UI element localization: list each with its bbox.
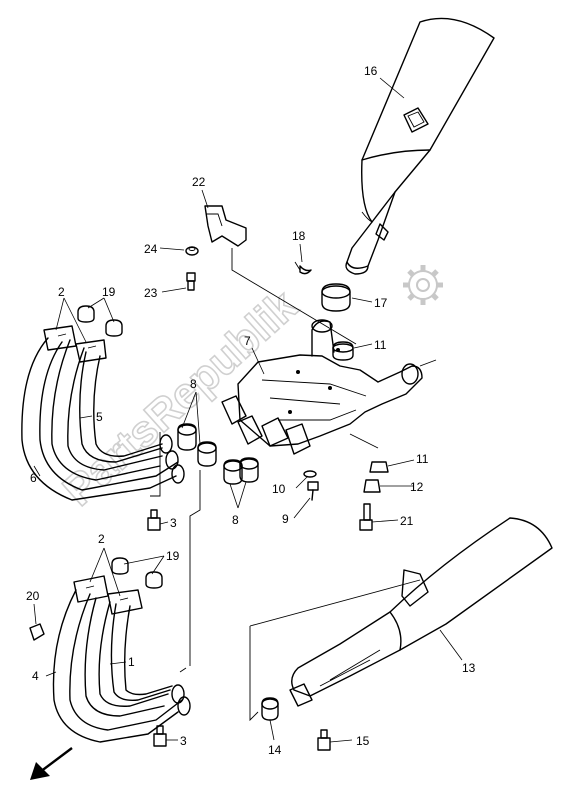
- callout-17: 17: [374, 296, 388, 310]
- callout-4: 4: [32, 669, 39, 683]
- callout-labels: 16 22 24 23 18 17 11 7 8 8 2 19 5 6 3 2 …: [26, 64, 476, 757]
- muffler-upper: [345, 17, 495, 275]
- gear-icon: [403, 265, 443, 305]
- muffler-lower: [261, 517, 553, 751]
- callout-24: 24: [144, 242, 158, 256]
- callout-7: 7: [244, 334, 251, 348]
- callout-11-lower: 11: [416, 452, 429, 466]
- callout-1: 1: [128, 655, 135, 669]
- callout-20: 20: [26, 589, 40, 603]
- callout-15: 15: [356, 734, 370, 748]
- callout-12: 12: [410, 480, 424, 494]
- assembly-lines: [150, 248, 437, 722]
- callout-14: 14: [268, 743, 282, 757]
- front-arrow-icon: [30, 747, 73, 780]
- callout-16: 16: [364, 64, 378, 78]
- callout-2-upper: 2: [58, 285, 65, 299]
- callout-8-lower: 8: [232, 513, 239, 527]
- sleeves: [177, 423, 259, 485]
- leader-lines: [33, 77, 463, 743]
- callout-5: 5: [96, 410, 103, 424]
- callout-19-upper: 19: [102, 285, 116, 299]
- bracket-assembly: [185, 205, 312, 291]
- bolts-3: [147, 509, 167, 747]
- callout-10: 10: [272, 482, 286, 496]
- callout-9: 9: [282, 512, 289, 526]
- callout-18: 18: [292, 229, 306, 243]
- header-pipes-upper: [21, 305, 185, 501]
- callout-21: 21: [400, 514, 414, 528]
- callout-22: 22: [192, 175, 206, 189]
- collector-pipe: [221, 319, 423, 455]
- callout-11-upper: 11: [374, 338, 387, 352]
- callout-6: 6: [30, 471, 37, 485]
- callout-2-lower: 2: [98, 532, 105, 546]
- callout-23: 23: [144, 286, 158, 300]
- fasteners-center: [303, 461, 389, 531]
- callout-3-upper: 3: [170, 516, 177, 530]
- callout-8-upper: 8: [190, 377, 197, 391]
- callout-3-lower: 3: [180, 734, 187, 748]
- watermark-text: PartsRepublik: [54, 281, 307, 516]
- header-pipes-lower: [29, 557, 191, 743]
- callout-13: 13: [462, 661, 476, 675]
- gaskets: [321, 283, 354, 361]
- callout-19-lower: 19: [166, 549, 180, 563]
